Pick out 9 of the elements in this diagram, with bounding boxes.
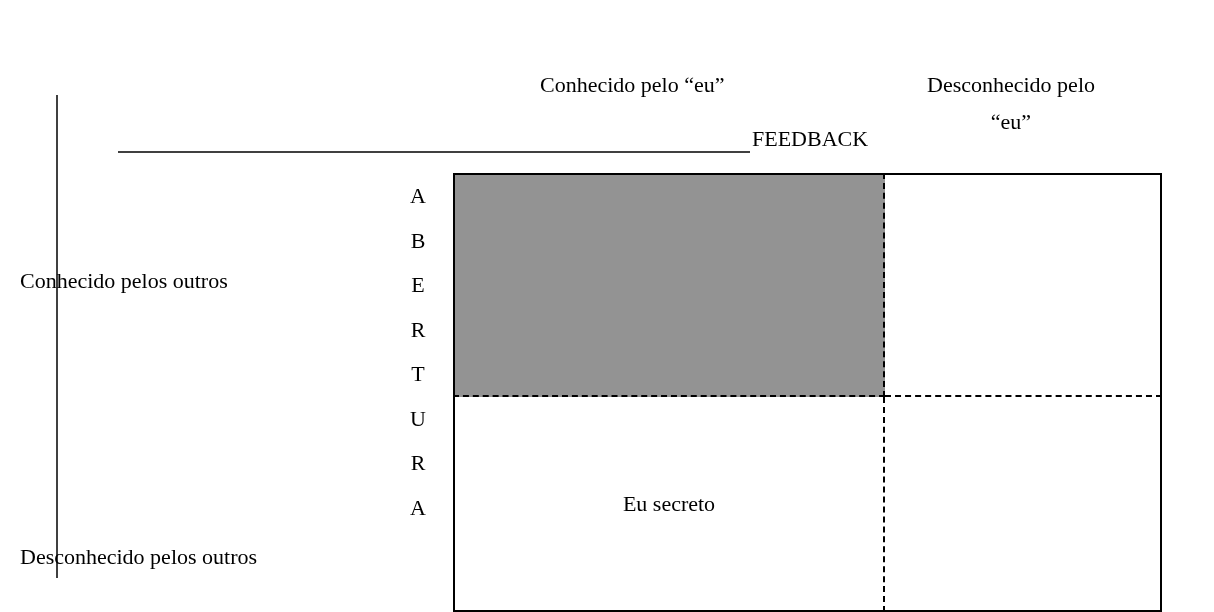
quadrant-box	[885, 397, 1162, 612]
quadrant-box	[453, 397, 885, 612]
quadrant-box	[885, 173, 1162, 397]
quadrant-box	[453, 173, 885, 397]
column-heading: Conhecido pelo “eu”	[540, 71, 725, 99]
axis-label: FEEDBACK	[752, 125, 869, 153]
vertical-axis-label: ABERTURA	[409, 182, 427, 522]
column-heading: Desconhecido pelo “eu”	[926, 71, 1096, 136]
quadrant-label: Eu secreto	[622, 490, 716, 517]
